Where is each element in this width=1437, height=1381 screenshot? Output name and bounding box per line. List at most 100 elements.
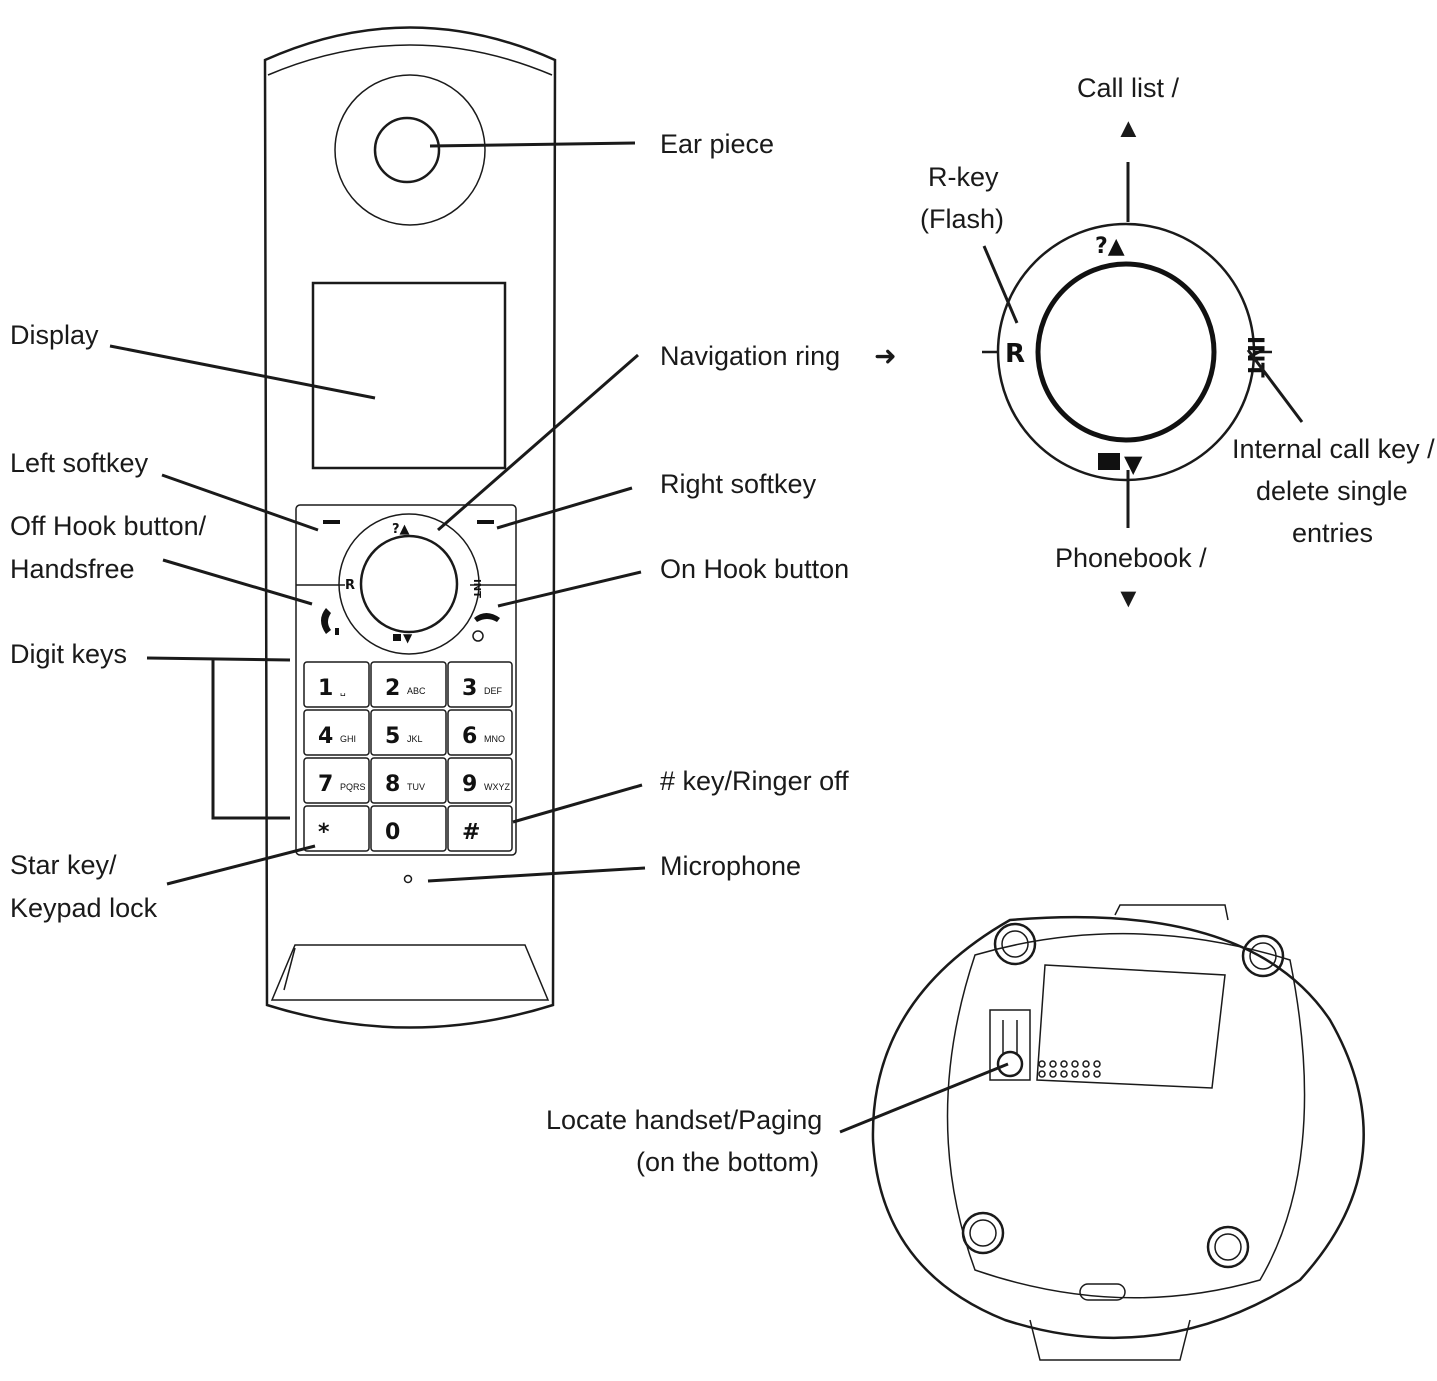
label-microphone: Microphone: [660, 851, 801, 881]
base-label-plate: [1036, 964, 1226, 1089]
digit-key-label: *: [318, 820, 330, 845]
digit-key[interactable]: [447, 709, 513, 756]
nav-phonebook-icon: ▼: [403, 631, 413, 645]
contact-dot: [1082, 1070, 1090, 1078]
label-r-key-1: R-key: [928, 162, 999, 192]
digit-key-label: 9: [462, 772, 477, 797]
contact-dot: [1049, 1060, 1057, 1068]
digit-key-label: 4: [318, 724, 333, 749]
digit-key-letters: ␣: [340, 686, 346, 697]
digit-key-label: 6: [462, 724, 477, 749]
base-slot: [1079, 1283, 1126, 1301]
callout-lines: [109, 141, 646, 886]
base-contact-dots: [1038, 1060, 1101, 1078]
digit-key-label: 1: [318, 676, 333, 701]
nav-ring-inner: [1035, 261, 1217, 443]
paging-button-housing: [989, 1009, 1031, 1081]
power-icon: [472, 630, 484, 642]
digit-key[interactable]: [303, 661, 370, 708]
ear-piece-ring: [334, 74, 486, 226]
digit-key[interactable]: [370, 805, 447, 852]
digit-key[interactable]: [447, 661, 513, 708]
digit-key[interactable]: [370, 661, 447, 708]
phonebook-book-icon: [393, 634, 401, 641]
nav-int-key[interactable]: INT: [471, 579, 482, 598]
label-right-softkey: Right softkey: [660, 469, 817, 499]
label-internal-3: entries: [1292, 518, 1373, 548]
label-r-key-2: (Flash): [920, 204, 1004, 234]
digit-key-letters: MNO: [484, 734, 505, 744]
label-locate-2: (on the bottom): [636, 1147, 819, 1177]
label-navigation-ring: Navigation ring: [660, 341, 840, 371]
label-call-list: Call list /: [1077, 73, 1180, 103]
digit-key-letters: DEF: [484, 686, 503, 696]
digit-key[interactable]: [370, 709, 447, 756]
ring-call-list-icon: ?▲: [1095, 234, 1125, 259]
digit-key-label: 2: [385, 676, 400, 701]
label-off-hook-2: Handsfree: [10, 554, 135, 584]
label-internal-2: delete single: [1256, 476, 1408, 506]
digit-key-label: 7: [318, 772, 333, 797]
arrow-right-icon: ➜: [874, 341, 897, 371]
base-foot-top-right: [1241, 934, 1285, 978]
base-foot-bottom-left: [961, 1211, 1005, 1255]
nav-r-key[interactable]: R: [345, 578, 355, 593]
ring-phonebook-book-icon: [1098, 453, 1120, 470]
digit-key[interactable]: [303, 805, 370, 852]
label-ear-piece: Ear piece: [660, 129, 774, 159]
down-triangle-icon: ▼: [1115, 583, 1142, 613]
label-internal-1: Internal call key /: [1232, 434, 1435, 464]
display-screen: [311, 281, 507, 470]
control-panel: [295, 504, 517, 856]
up-triangle-icon: ▲: [1115, 113, 1142, 143]
contact-dot: [1071, 1060, 1079, 1068]
label-off-hook-1: Off Hook button/: [10, 511, 207, 541]
contact-dot: [1093, 1060, 1101, 1068]
digit-key[interactable]: [303, 709, 370, 756]
speaker-icon: [335, 628, 339, 635]
paging-button[interactable]: [996, 1050, 1024, 1078]
digit-key-label: 0: [385, 820, 400, 845]
navigation-ring-detail: R INT ?▲ ▼ Call list / ▲ R-key (Flash) I…: [920, 73, 1435, 613]
ring-r-key[interactable]: R: [1005, 339, 1025, 369]
contact-dot: [1071, 1070, 1079, 1078]
label-phonebook: Phonebook /: [1055, 543, 1207, 573]
digit-key[interactable]: [370, 757, 447, 804]
label-digit-keys: Digit keys: [10, 639, 127, 669]
handset-labels: Ear piece Display Navigation ring ➜ Left…: [10, 129, 897, 923]
digit-key[interactable]: [447, 805, 513, 852]
base-foot-bottom-right: [1206, 1225, 1250, 1269]
contact-dot: [1060, 1070, 1068, 1078]
nav-call-list-icon: ?▲: [392, 522, 410, 537]
base-foot-top-left: [993, 922, 1037, 966]
digit-key-label: #: [462, 820, 480, 845]
label-locate-1: Locate handset/Paging: [546, 1105, 822, 1135]
digit-key-letters: ABC: [407, 686, 426, 696]
digit-key[interactable]: [447, 757, 513, 804]
digit-key[interactable]: [303, 757, 370, 804]
contact-dot: [1060, 1060, 1068, 1068]
digit-key-letters: GHI: [340, 734, 356, 744]
label-star-key-1: Star key/: [10, 850, 117, 880]
digit-key-letters: TUV: [407, 782, 425, 792]
digit-key-label: 3: [462, 676, 477, 701]
on-hook-icon[interactable]: [474, 613, 500, 622]
off-hook-icon[interactable]: [321, 608, 331, 634]
contact-dot: [1038, 1060, 1046, 1068]
digit-key-label: 5: [385, 724, 400, 749]
label-on-hook: On Hook button: [660, 554, 849, 584]
handset-base-cutout: [270, 944, 550, 1001]
navigation-center[interactable]: [359, 534, 459, 634]
digit-key-letters: JKL: [407, 734, 423, 744]
contact-dot: [1082, 1060, 1090, 1068]
navigation-ring[interactable]: [338, 513, 480, 655]
digit-key-letters: PQRS: [340, 782, 366, 792]
digit-key-label: 8: [385, 772, 400, 797]
keypad: 1 ␣ 2 ABC 3 DEF 4 GHI 5 JKL 6 MNO 7 PQRS 8 TUV 9 WXYZ * 0 #: [303, 661, 513, 852]
contact-dot: [1038, 1070, 1046, 1078]
label-star-key-2: Keypad lock: [10, 893, 158, 923]
contact-dot: [1093, 1070, 1101, 1078]
digit-key-letters: WXYZ: [484, 782, 511, 792]
